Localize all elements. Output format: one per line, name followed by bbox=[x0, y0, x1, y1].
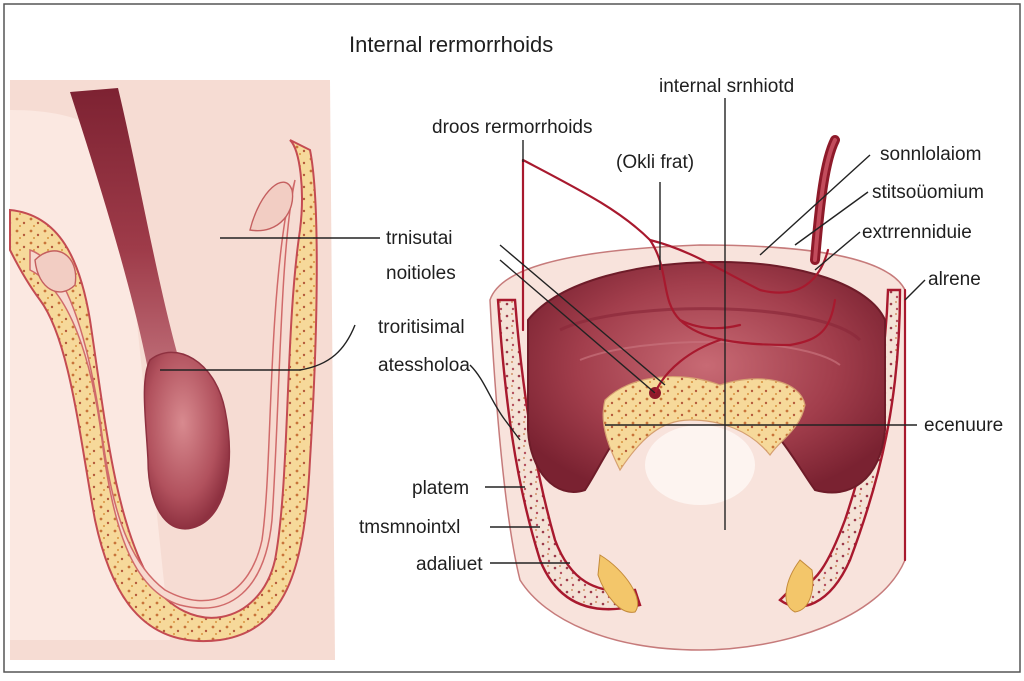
label-atessholoa: atessholoa bbox=[378, 355, 470, 376]
right-fat-region bbox=[602, 376, 806, 472]
label-ecenuure: ecenuure bbox=[924, 415, 1003, 436]
label-noitioles: noitioles bbox=[386, 263, 456, 284]
label-adaliuet: adaliuet bbox=[416, 554, 483, 575]
label-sonnlolaiom: sonnlolaiom bbox=[880, 144, 981, 165]
leader-lines bbox=[160, 98, 926, 564]
label-trnisutai: trnisutai bbox=[386, 228, 453, 249]
label-platem: platem bbox=[412, 478, 469, 499]
label-stitsolomium: stitsoüomium bbox=[872, 182, 984, 203]
label-tmsmnoinitxl: tmsmnointxl bbox=[359, 517, 460, 538]
label-troritisimal: troritisimal bbox=[378, 317, 465, 338]
label-droos: droos rermorrhoids bbox=[432, 117, 593, 138]
label-alrene: alrene bbox=[928, 269, 981, 290]
label-extrenniduie: extrrenniduie bbox=[862, 222, 972, 243]
diagram-title: Internal rermorrhoids bbox=[349, 32, 553, 57]
right-section-illustration bbox=[489, 135, 906, 651]
left-fat-layer bbox=[9, 139, 318, 643]
label-okli: (Okli frat) bbox=[616, 152, 694, 173]
right-lumen bbox=[645, 425, 755, 505]
left-anal-canal bbox=[70, 88, 185, 380]
label-internal-top: internal srnhiotd bbox=[659, 76, 794, 97]
